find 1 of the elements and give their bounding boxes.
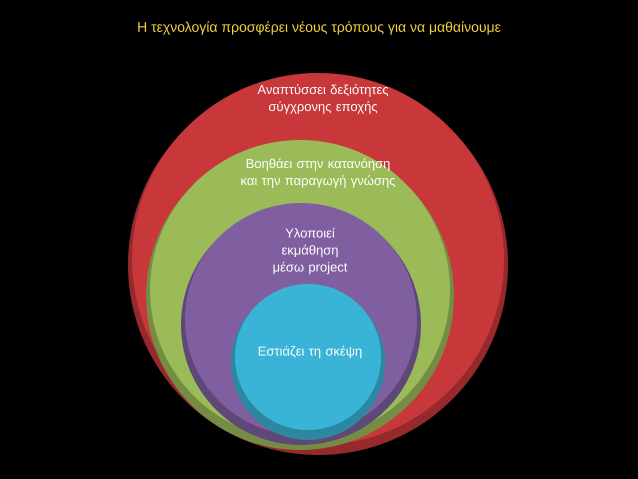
title: Η τεχνολογία προσφέρει νέους τρόπους για να μαθαίνουμε [138, 21, 501, 35]
